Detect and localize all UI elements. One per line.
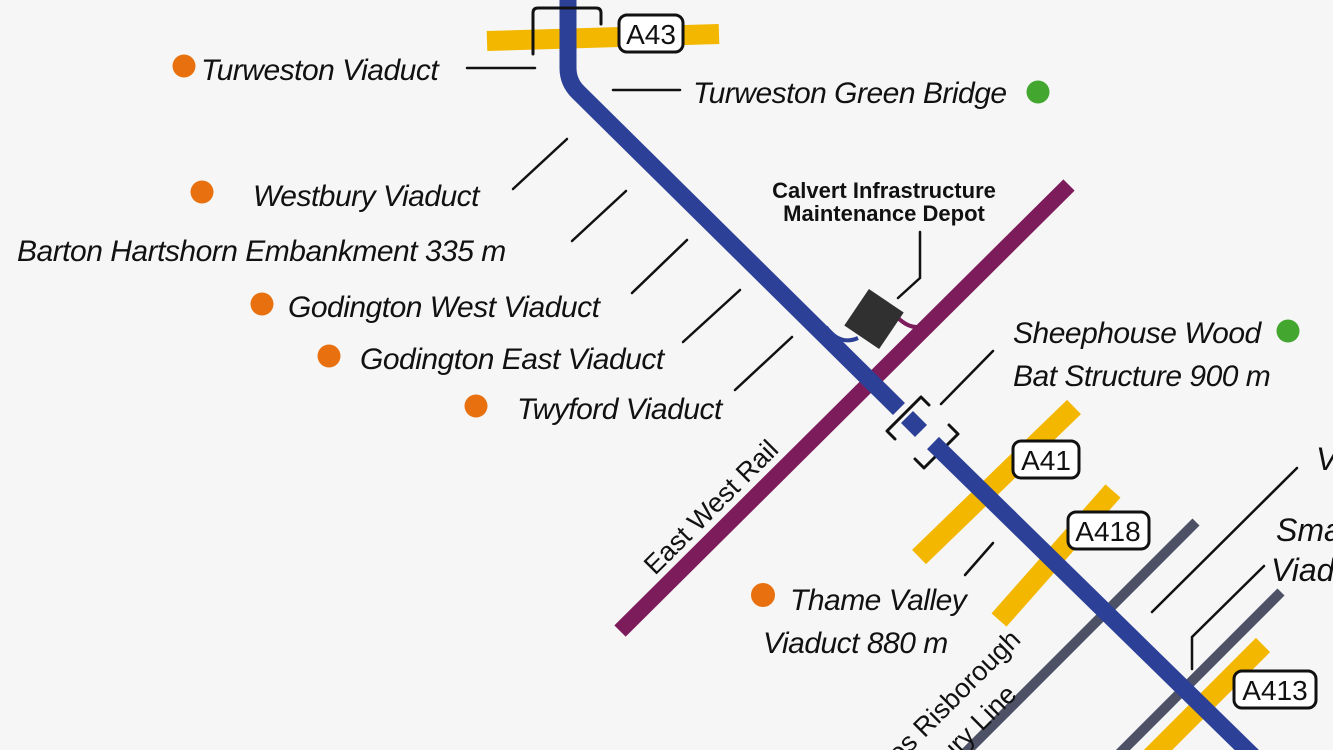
- green-dot-turweston-green-bridge: [1026, 80, 1050, 104]
- road-badge-a41: A41: [1011, 439, 1081, 480]
- a43-bridge-bracket: [531, 6, 603, 56]
- depot-connector-ewr: [896, 316, 930, 329]
- label-fragment-top: V: [1316, 441, 1333, 477]
- label-westbury-viaduct: Westbury Viaduct: [253, 180, 481, 213]
- label-godington-west: Godington West Viaduct: [288, 291, 602, 324]
- viaduct-dot-twyford: [464, 394, 488, 418]
- east-west-rail-line: [614, 179, 1075, 637]
- road-a41-line: [912, 399, 1081, 565]
- label-fragment-mid-line2: Viad: [1271, 552, 1333, 588]
- viaduct-dot-turweston: [172, 54, 196, 78]
- green-dot-sheephouse: [1276, 319, 1300, 343]
- label-depot-line2: Maintenance Depot: [783, 201, 985, 226]
- label-thame-valley-line2: Viaduct 880 m: [763, 627, 948, 660]
- road-badge-a413-label: A413: [1242, 675, 1307, 706]
- label-depot-line1: Calvert Infrastructure: [772, 178, 996, 203]
- road-badge-a41-label: A41: [1021, 445, 1071, 476]
- viaduct-dot-godington-east: [317, 344, 341, 368]
- hs2-line: [559, 0, 1259, 750]
- label-twyford-viaduct: Twyford Viaduct: [517, 393, 724, 426]
- road-badge-a43: A43: [617, 13, 685, 54]
- leader-godington-east: [681, 288, 742, 344]
- road-number-badges: A43 A41 A418 A413: [617, 13, 1318, 710]
- hs2-line-north: [559, 0, 905, 416]
- viaduct-dot-westbury: [190, 180, 214, 204]
- structure-labels: Turweston Viaduct Turweston Green Bridge…: [17, 54, 1271, 660]
- label-sheephouse-line2: Bat Structure 900 m: [1013, 360, 1270, 393]
- edge-truncated-labels: V Sma Viad: [1271, 441, 1333, 588]
- depot-box: [844, 289, 904, 349]
- leader-westbury-viaduct: [511, 137, 569, 191]
- leader-twyford: [733, 335, 794, 392]
- viaduct-dot-godington-west: [250, 292, 274, 316]
- leader-edge-label-mid: [1190, 564, 1266, 671]
- hs2-line-south: [927, 436, 1259, 750]
- leader-barton-hartshorn: [570, 189, 628, 243]
- label-turweston-green-bridge: Turweston Green Bridge: [693, 77, 1007, 110]
- road-badge-a418: A418: [1066, 510, 1151, 551]
- road-badge-a43-label: A43: [626, 19, 676, 50]
- leader-depot: [896, 230, 922, 300]
- road-badge-a413: A413: [1232, 669, 1318, 710]
- label-thame-valley-line1: Thame Valley: [790, 584, 969, 617]
- road-badge-a418-label: A418: [1075, 516, 1140, 547]
- gray-track-west: [961, 518, 1200, 750]
- leader-lines: [465, 66, 1299, 671]
- leader-godington-west: [630, 238, 689, 295]
- aylesbury-line-tracks: [961, 518, 1285, 750]
- label-sheephouse-line1: Sheephouse Wood: [1013, 317, 1263, 350]
- label-barton-hartshorn: Barton Hartshorn Embankment 335 m: [17, 235, 506, 268]
- label-turweston-viaduct: Turweston Viaduct: [201, 54, 440, 87]
- gray-track-east: [1115, 588, 1285, 750]
- label-godington-east: Godington East Viaduct: [360, 343, 666, 376]
- hs2-line-bat-structure-dash: [900, 410, 928, 438]
- leader-sheephouse: [939, 349, 995, 406]
- leader-edge-label-top: [1150, 466, 1299, 614]
- leader-thame-valley: [963, 541, 995, 577]
- structure-bracket-start: [885, 395, 931, 441]
- label-fragment-mid-line1: Sma: [1276, 512, 1333, 548]
- structure-dots: [172, 54, 1300, 607]
- viaduct-dot-thame-valley: [751, 583, 775, 607]
